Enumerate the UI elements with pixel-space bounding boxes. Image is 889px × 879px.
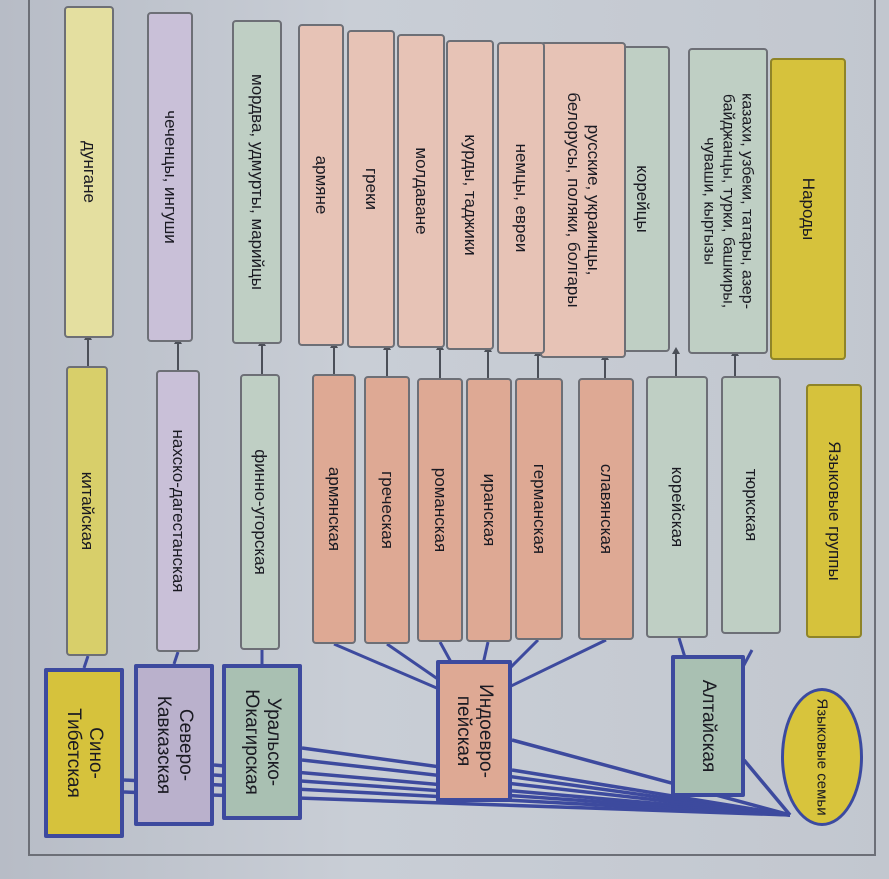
peoples-finno-ugric: мордва, удмурты, марийцы xyxy=(232,20,282,344)
family-label: Уральско- Юкагирская xyxy=(241,689,284,795)
group-germanic: германская xyxy=(515,378,563,640)
group-label: романская xyxy=(431,467,450,553)
group-greek: греческая xyxy=(364,376,410,644)
peoples-slavic: русские, украинцы, белорусы, поляки, бол… xyxy=(540,42,626,358)
group-label: армянская xyxy=(325,466,344,552)
family-sino-tibetan: Сино- Тибетская xyxy=(44,668,124,838)
peoples-label: армяне xyxy=(312,155,331,215)
peoples-label: курды, таджики xyxy=(461,134,480,256)
header-language-families: Языковые семьи xyxy=(781,688,863,826)
group-label: германская xyxy=(530,463,549,555)
family-label: Индоевро- пейская xyxy=(453,684,496,778)
family-to-group-connector xyxy=(172,651,180,665)
group-turkic: тюркская xyxy=(721,376,781,634)
peoples-romance: молдаване xyxy=(397,34,445,348)
root-to-family-connector xyxy=(511,768,791,817)
peoples-label: мордва, удмурты, марийцы xyxy=(248,74,267,290)
family-indo-european: Индоевро- пейская xyxy=(436,660,512,802)
family-label: Северо- Кавказская xyxy=(153,695,196,795)
group-label: нахско-дагестанская xyxy=(169,429,188,593)
family-label: Алтайская xyxy=(698,679,719,773)
peoples-label: чеченцы, ингуши xyxy=(161,110,180,244)
peoples-label: греки xyxy=(362,167,381,211)
header-language-families-label: Языковые семьи xyxy=(813,698,831,816)
peoples-label: немцы, евреи xyxy=(512,143,531,253)
header-language-groups: Языковые группы xyxy=(806,384,862,638)
peoples-label: дунгане xyxy=(80,141,99,203)
group-label: греческая xyxy=(378,471,397,549)
peoples-armenian: армяне xyxy=(298,24,344,346)
connector-arrowhead xyxy=(672,347,680,354)
group-chinese: китайская xyxy=(66,366,108,656)
group-label: тюркская xyxy=(742,468,761,542)
group-label: славянская xyxy=(597,463,616,555)
header-language-groups-label: Языковые группы xyxy=(825,441,844,581)
group-iranian: иранская xyxy=(466,378,512,642)
family-to-group-connector xyxy=(82,655,90,669)
root-to-family-connector xyxy=(511,738,791,817)
peoples-germanic: немцы, евреи xyxy=(497,42,545,354)
family-label: Сино- Тибетская xyxy=(63,708,106,798)
header-peoples-label: Народы xyxy=(799,177,818,241)
header-peoples: Народы xyxy=(770,58,846,360)
peoples-label: казахи, узбеки, татары, азер- байджанцы,… xyxy=(700,92,756,310)
root-to-family-connector xyxy=(742,758,792,817)
group-romance: романская xyxy=(417,378,463,642)
group-armenian: армянская xyxy=(312,374,356,644)
peoples-label: молдаване xyxy=(412,147,431,235)
root-to-family-connector xyxy=(301,758,791,817)
family-north-caucasian: Северо- Кавказская xyxy=(134,664,214,826)
peoples-greek: греки xyxy=(347,30,395,348)
peoples-turkic: казахи, узбеки, татары, азер- байджанцы,… xyxy=(688,48,768,354)
group-label: китайская xyxy=(78,471,97,551)
peoples-label: русские, украинцы, белорусы, поляки, бол… xyxy=(564,92,603,308)
peoples-label: корейцы xyxy=(633,165,652,233)
group-korean: корейская xyxy=(646,376,708,638)
group-slavic: славянская xyxy=(578,378,634,640)
root-to-family-connector xyxy=(301,746,791,817)
diagram-frame xyxy=(28,0,876,856)
group-label: финно-угорская xyxy=(251,449,270,575)
peoples-nakh-dagestanian: чеченцы, ингуши xyxy=(147,12,193,342)
group-finno-ugric: финно-угорская xyxy=(240,374,280,650)
peoples-chinese: дунгане xyxy=(64,6,114,338)
group-nakh-dagestanian: нахско-дагестанская xyxy=(156,370,200,652)
group-label: иранская xyxy=(480,473,499,547)
family-altai: Алтайская xyxy=(671,655,745,797)
peoples-iranian: курды, таджики xyxy=(446,40,494,350)
family-uralic-yukaghir: Уральско- Юкагирская xyxy=(222,664,302,820)
group-label: корейская xyxy=(668,466,687,548)
